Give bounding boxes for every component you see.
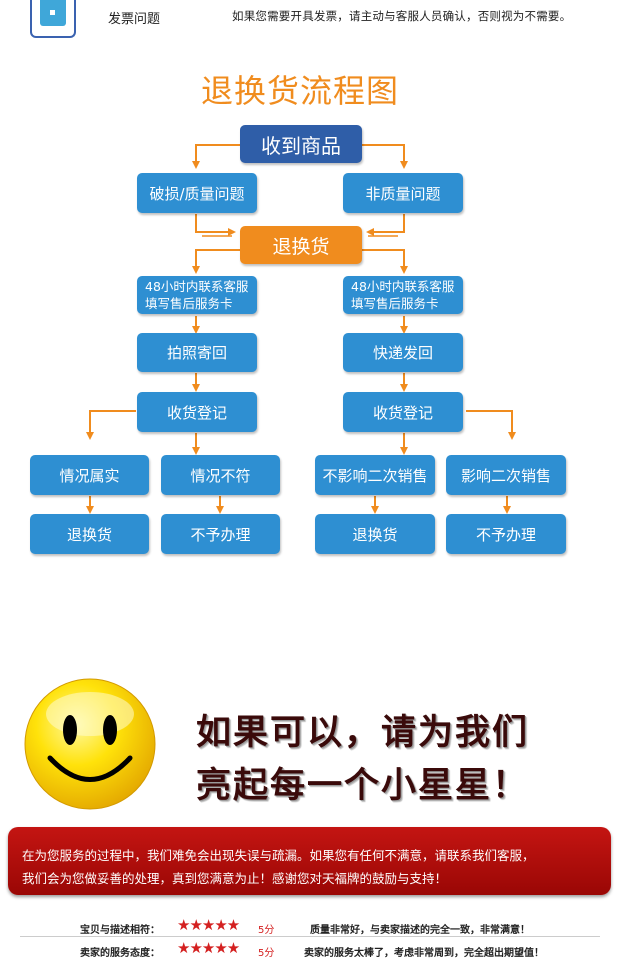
invoice-note: 如果您需要开具发票，请主动与客服人员确认，否则视为不需要。 — [232, 9, 572, 23]
service-banner: 在为您服务的过程中，我们难免会出现失误与疏漏。如果您有任何不满意，请联系我们客服… — [8, 827, 611, 895]
contact-service-left-box: 48小时内联系客服 填写售后服务卡 — [137, 276, 257, 314]
condition-true-box: 情况属实 — [30, 455, 149, 495]
contact-right-line1: 48小时内联系客服 — [351, 279, 455, 294]
no-resale-impact-box: 不影响二次销售 — [315, 455, 435, 495]
result-exchange-box-2: 退换货 — [315, 514, 435, 554]
invoice-section-title: 发票问题 — [108, 12, 161, 27]
rating-stars: ★★★★★ — [177, 939, 240, 957]
rating-divider — [20, 936, 600, 937]
return-exchange-box: 退换货 — [240, 226, 362, 264]
receipt-register-right-box: 收货登记 — [343, 392, 463, 432]
rating-label: 宝贝与描述相符： — [80, 925, 160, 936]
rating-stars: ★★★★★ — [177, 916, 240, 934]
contact-left-line2: 填写售后服务卡 — [145, 296, 233, 311]
receipt-register-left-box: 收货登记 — [137, 392, 257, 432]
rating-score: 5分 — [258, 948, 275, 959]
rating-comment: 质量非常好，与卖家描述的完全一致，非常满意！ — [310, 925, 530, 936]
contact-service-right-box: 48小时内联系客服 填写售后服务卡 — [343, 276, 463, 314]
invoice-icon — [30, 0, 76, 38]
flowchart-connectors — [86, 144, 516, 514]
flowchart-title: 退换货流程图 — [200, 72, 399, 110]
rating-comment: 卖家的服务太棒了，考虑非常周到，完全超出期望值！ — [304, 948, 544, 959]
express-return-box: 快递发回 — [343, 333, 463, 372]
non-quality-box: 非质量问题 — [343, 173, 463, 213]
photo-return-box: 拍照寄回 — [137, 333, 257, 372]
slogan-line-2: 亮起每一个小星星！ — [196, 766, 530, 806]
condition-false-box: 情况不符 — [161, 455, 280, 495]
banner-line-2: 我们会为您做妥善的处理，真到您满意为止！感谢您对天福牌的鼓励与支持！ — [22, 871, 448, 886]
result-exchange-box-1: 退换货 — [30, 514, 149, 554]
banner-line-1: 在为您服务的过程中，我们难免会出现失误与疏漏。如果您有任何不满意，请联系我们客服… — [22, 848, 535, 863]
contact-left-line1: 48小时内联系客服 — [145, 279, 249, 294]
result-rejected-box-1: 不予办理 — [161, 514, 280, 554]
contact-right-line2: 填写售后服务卡 — [351, 296, 439, 311]
received-goods-box: 收到商品 — [240, 125, 362, 163]
result-rejected-box-2: 不予办理 — [446, 514, 566, 554]
rating-label: 卖家的服务态度： — [80, 948, 160, 959]
slogan-line-1: 如果可以，请为我们 — [196, 713, 530, 753]
rating-score: 5分 — [258, 925, 275, 936]
resale-impact-box: 影响二次销售 — [446, 455, 566, 495]
damaged-quality-box: 破损/质量问题 — [137, 173, 257, 213]
smiley-face-icon — [24, 678, 156, 810]
